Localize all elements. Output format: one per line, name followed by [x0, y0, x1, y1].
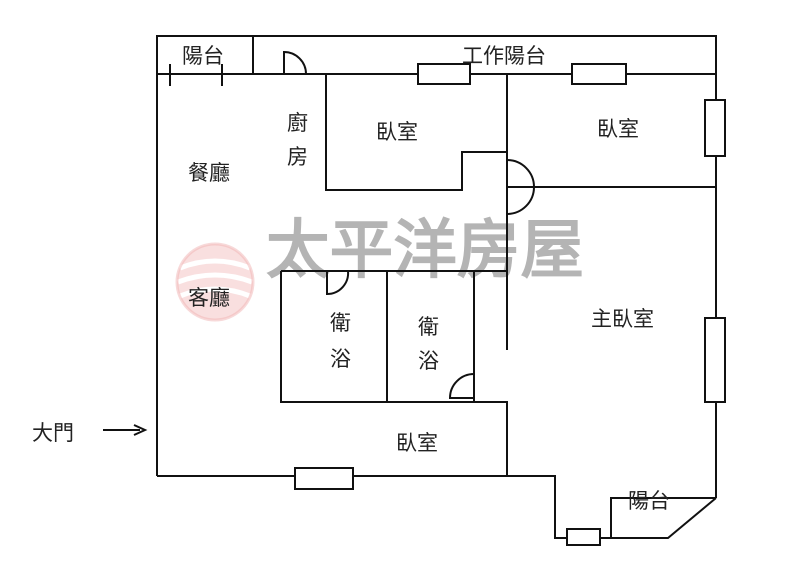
- windows: [294, 63, 726, 546]
- label-bedroom-3: 臥室: [396, 431, 438, 455]
- label-balcony-top: 陽台: [182, 44, 224, 68]
- label-work-balcony: 工作陽台: [462, 44, 546, 68]
- label-bath-1a: 衛: [330, 311, 351, 335]
- label-kitchen-2: 房: [287, 145, 308, 169]
- watermark-text: 太平洋房屋: [266, 213, 584, 288]
- label-master-bedroom: 主臥室: [591, 307, 654, 331]
- walls: [156, 35, 717, 539]
- door-arc: [506, 186, 535, 215]
- door-arc: [326, 270, 350, 296]
- label-bedroom-2: 臥室: [597, 117, 639, 141]
- label-bath-2a: 衛: [418, 315, 439, 339]
- doors: [283, 50, 535, 399]
- label-living: 客廳: [188, 286, 230, 310]
- entrance-arrow-icon: [103, 424, 148, 436]
- label-entrance: 大門: [32, 421, 74, 445]
- label-dining: 餐廳: [188, 161, 230, 185]
- label-bath-2b: 浴: [418, 349, 439, 373]
- label-balcony-bottom: 陽台: [628, 489, 670, 513]
- door-arc: [448, 373, 475, 399]
- label-bedroom-1: 臥室: [376, 120, 418, 144]
- watermark-logo: [175, 242, 255, 322]
- label-bath-1b: 浴: [330, 347, 351, 371]
- label-kitchen-1: 廚: [287, 111, 308, 135]
- door-arc: [506, 159, 535, 188]
- door-arc: [283, 50, 307, 75]
